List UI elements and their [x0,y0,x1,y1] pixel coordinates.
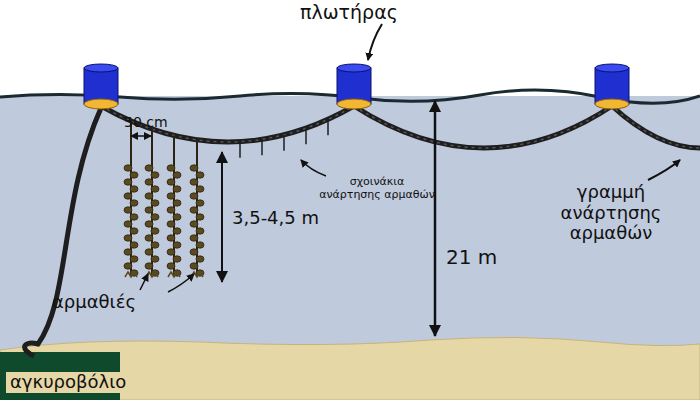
float-bottom [84,99,118,109]
water [0,96,700,400]
float-bottom [595,99,629,109]
mussel-clump [167,193,175,199]
dimension-label: 21 m [446,246,497,269]
mooring-rope [25,108,101,356]
mussel-clump [130,200,138,206]
mussel-clump [145,179,153,185]
seabed [0,337,700,400]
ropes [25,106,700,356]
mussel-clump [167,263,175,269]
mussel-clump [130,172,138,178]
mussel-clump [196,186,204,192]
dimension-arrows [131,24,680,336]
mussel-clump [151,186,159,192]
mussel-clump [130,186,138,192]
mussel-clump [196,228,204,234]
mussel-clump [151,228,159,234]
mussel-clump [173,228,181,234]
mussel-clump [145,263,153,269]
mussel-clump [190,193,198,199]
mussel-clump [124,235,132,241]
mussel-clump [124,263,132,269]
mussel-clump [190,207,198,213]
mussel-clump [145,221,153,227]
hanging-string [261,139,263,155]
mussel-clump [124,249,132,255]
mussel-clump [190,221,198,227]
mussel-clump [145,193,153,199]
mussel-clump [151,200,159,206]
leader-line [368,24,382,60]
mussel-clump [196,214,204,220]
floats [84,64,629,109]
mussel-clump [130,228,138,234]
mussel-clump [173,200,181,206]
mussel-clump [190,263,198,269]
float-top [595,64,629,72]
mussel-clump [173,172,181,178]
dimension-arrow [221,152,223,282]
float-top [84,64,118,72]
leader-line [140,274,148,290]
mussel-clump [151,242,159,248]
mussel-clump [196,172,204,178]
mussel-clump [130,214,138,220]
mussel-clump [196,200,204,206]
callout-label: αρμαθιές [52,292,136,313]
hanging-string [283,135,285,151]
dimension-label: 3,5-4,5 m [232,208,319,229]
mussel-clump [190,249,198,255]
mussel-clump [167,249,175,255]
hanging-string [239,142,241,158]
mussel-clump [167,207,175,213]
callout-label: σχοινάκια ανάρτησης αρμαθών [318,176,436,201]
mussel-clump [173,242,181,248]
mussel-clump [124,207,132,213]
callout-label: γραμμή ανάρτησης αρμαθών [526,182,696,244]
mussel-clump [145,165,153,171]
dropper-end [125,272,137,277]
mussel-clump [196,242,204,248]
mussel-clump [167,221,175,227]
hanging-string [327,119,329,135]
mussel-clump [190,179,198,185]
mussel-clump [124,193,132,199]
dimension-arrow [434,101,437,336]
mussel-clump [196,256,204,262]
dimension-label: 50 cm [124,114,168,130]
mussel-clump [145,207,153,213]
mussel-clump [151,172,159,178]
mussel-clump [130,242,138,248]
mussel-clump [167,235,175,241]
mussel-clump [173,214,181,220]
callout-label: πλωτήρας [300,2,398,24]
longline [101,106,700,148]
leader-line [301,160,326,176]
hanging-string [305,128,307,144]
mussel-clump [124,165,132,171]
part-name: αγκυροβόλιο [6,372,130,393]
rope-texture [101,106,700,148]
mussel-clump [167,179,175,185]
mussel-clump [145,235,153,241]
mussel-clump [173,186,181,192]
mussel-clump [173,256,181,262]
float-bottom [337,99,371,109]
mussel-clump [151,256,159,262]
mussel-clump [167,165,175,171]
mussel-clump [130,256,138,262]
leader-line [648,160,680,180]
mussel-clump [124,179,132,185]
mussel-clump [124,221,132,227]
dropper-end [168,272,180,277]
dimension-arrow [131,135,151,137]
mussel-clump [151,214,159,220]
mussel-clump [145,249,153,255]
mussel-clump [190,235,198,241]
mussel-clump [190,165,198,171]
leader-line [168,274,194,292]
float-top [337,64,371,72]
